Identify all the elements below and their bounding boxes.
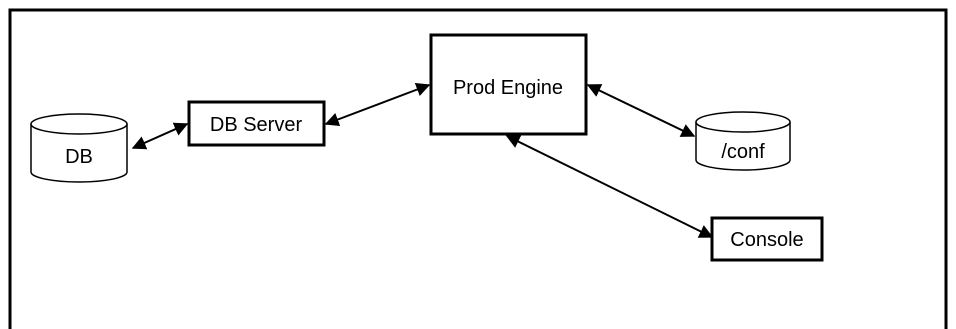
edge-prod-engine-to-conf: [586, 84, 696, 137]
db-cylinder-top: [30, 113, 128, 135]
db-server-node: DB Server: [187, 100, 326, 147]
db-cylinder-body: [30, 124, 128, 183]
db-node: DB: [30, 113, 128, 183]
db-label: DB: [65, 146, 93, 168]
console-label: Console: [730, 229, 803, 251]
edge-db-to-db-server: [131, 122, 189, 150]
prod-engine-node: Prod Engine: [429, 33, 588, 136]
prod-engine-box: [429, 33, 588, 136]
conf-cylinder-body: [695, 122, 791, 171]
conf-cylinder-top: [695, 111, 791, 133]
console-node: Console: [710, 216, 824, 262]
edge-db-server-to-prod-engine: [324, 82, 431, 127]
frame-border: [8, 8, 948, 329]
db-server-label: DB Server: [210, 114, 303, 136]
conf-node: /conf: [695, 111, 791, 171]
prod-engine-label: Prod Engine: [453, 77, 563, 99]
conf-label: /conf: [721, 141, 765, 163]
edge-prod-engine-to-console: [505, 135, 714, 238]
db-server-box: [187, 100, 326, 147]
console-box: [710, 216, 824, 262]
